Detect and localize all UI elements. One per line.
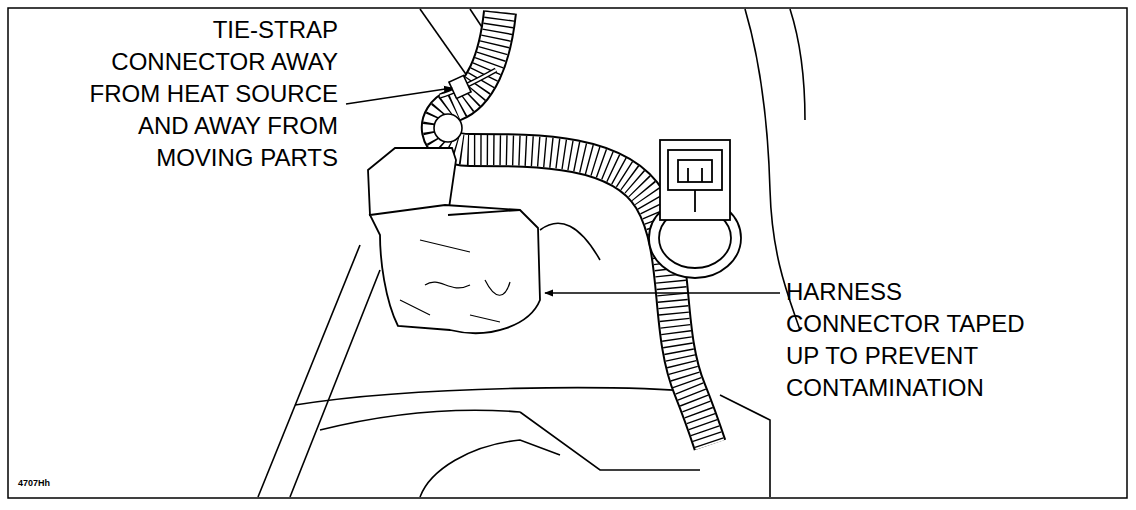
callout-note: TIE-STRAP CONNECTOR AWAY FROM HEAT SOURC… (73, 14, 338, 174)
figure-frame (8, 8, 1127, 498)
sensor (649, 140, 741, 278)
tie-strap (440, 70, 496, 99)
leader-line (346, 88, 780, 293)
figure-number: 4707Hh (18, 478, 98, 489)
engine-outline (258, 9, 805, 497)
harness-connector (368, 148, 540, 333)
callout-note: HARNESS CONNECTOR TAPED UP TO PREVENT CO… (786, 276, 1038, 404)
